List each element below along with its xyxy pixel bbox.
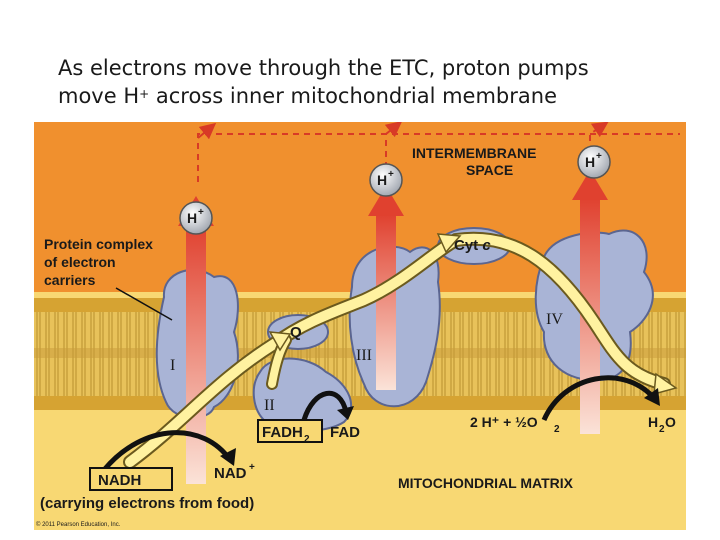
svg-text:H: H	[648, 414, 658, 430]
complex-III-label: III	[356, 347, 372, 364]
mitochondrial-matrix-label: MITOCHONDRIAL MATRIX	[398, 475, 574, 491]
electron-path-fill	[125, 233, 669, 467]
water-label: H 2 O	[648, 414, 676, 435]
proton-H-plus-2: H +	[369, 163, 403, 197]
svg-text:2: 2	[659, 424, 665, 435]
nadh-box	[89, 467, 173, 491]
svg-text:2: 2	[554, 424, 560, 435]
fadh2-label: FADH 2	[262, 424, 310, 445]
protein-complex-leader-line	[115, 287, 173, 321]
svg-text:O: O	[665, 414, 676, 430]
svg-text:Cyt c: Cyt c	[454, 237, 491, 254]
dashed-branch-1	[197, 122, 217, 140]
title-line-2: move H+ across inner mitochondrial membr…	[58, 84, 557, 108]
intermembrane-space-label-1: INTERMEMBRANE	[412, 145, 536, 161]
protein-complex-label-1: Protein complex	[44, 236, 153, 252]
svg-text:H: H	[585, 154, 595, 170]
svg-text:2: 2	[304, 434, 310, 445]
fadh2-box	[257, 419, 323, 443]
svg-text:+: +	[198, 207, 204, 218]
svg-text:2 H⁺ + ½O: 2 H⁺ + ½O	[470, 414, 538, 430]
electron-arrowhead-3	[653, 372, 678, 396]
carrying-electrons-label: (carrying electrons from food)	[40, 495, 254, 512]
protein-complex-label-2: of electron	[44, 254, 116, 270]
nadh-label: NADH	[98, 472, 141, 489]
svg-text:NAD: NAD	[214, 465, 247, 482]
nad-plus-label: NAD +	[214, 462, 255, 482]
complex-I-label: I	[170, 357, 175, 374]
intermembrane-space-label-2: SPACE	[466, 162, 513, 178]
svg-text:FADH: FADH	[262, 424, 303, 441]
proton-H-plus-1: H +	[179, 201, 213, 235]
q-label: Q	[290, 324, 302, 341]
oxygen-reduction-arrow	[541, 375, 656, 422]
protein-complex-label-3: carriers	[44, 272, 96, 288]
svg-text:+: +	[388, 169, 394, 180]
fad-label: FAD	[330, 424, 360, 441]
dashed-branch-2	[384, 122, 403, 168]
svg-text:+: +	[596, 151, 602, 162]
proton-pump-arrow-III	[368, 186, 404, 390]
electron-arrowhead-1	[268, 331, 292, 352]
proton-H-plus-3: H +	[577, 145, 611, 179]
complex-II-label: II	[264, 397, 275, 414]
electron-arrowhead-2	[436, 233, 462, 254]
copyright-text: © 2011 Pearson Education, Inc.	[36, 521, 121, 528]
svg-text:+: +	[249, 462, 255, 473]
slide-title: As electrons move through the ETC, proto…	[58, 54, 698, 110]
svg-text:H: H	[377, 172, 387, 188]
svg-text:H: H	[187, 210, 197, 226]
nadh-oxidation-arrow	[102, 430, 233, 472]
complex-IV-label: IV	[546, 311, 563, 328]
fadh2-oxidation-arrow	[301, 391, 349, 421]
title-line-1: As electrons move through the ETC, proto…	[58, 56, 589, 80]
oxygen-equation-label: 2 H⁺ + ½O 2	[470, 414, 560, 435]
cyt-c-label: Cyt c	[454, 237, 491, 254]
electron-transport-chain-diagram: H + H + H + INTERMEMBRANE SPACE Protein …	[34, 122, 686, 530]
proton-return-dashed-line	[197, 133, 680, 182]
